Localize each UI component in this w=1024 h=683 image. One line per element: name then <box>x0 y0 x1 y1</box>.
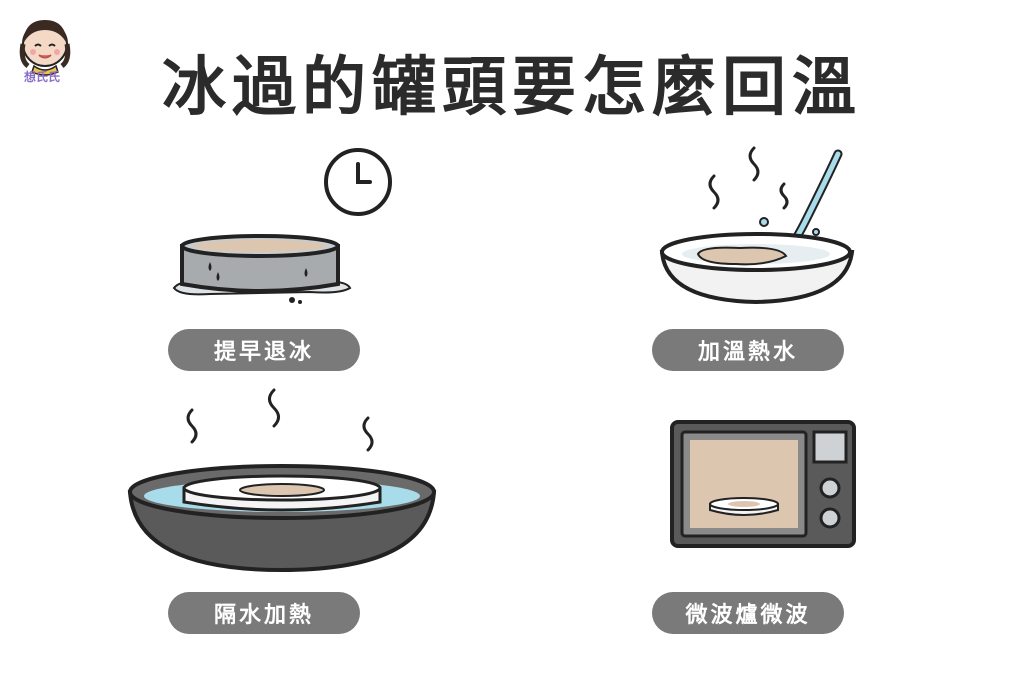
brand-name: 想氏氏 <box>23 70 60 84</box>
method-label-hot-water: 加溫熱水 <box>652 329 844 371</box>
water-bath-pan-icon <box>127 388 437 573</box>
method-label-water-bath: 隔水加熱 <box>168 592 360 634</box>
method-label-microwave: 微波爐微波 <box>652 592 844 634</box>
avatar-icon <box>19 20 71 76</box>
microwave-icon <box>670 420 856 548</box>
can-with-clock-icon <box>172 148 392 304</box>
pan-with-hot-water-icon <box>659 146 855 305</box>
method-label-early-thaw: 提早退冰 <box>168 329 360 371</box>
page-title: 冰過的罐頭要怎麼回溫 <box>162 51 862 125</box>
